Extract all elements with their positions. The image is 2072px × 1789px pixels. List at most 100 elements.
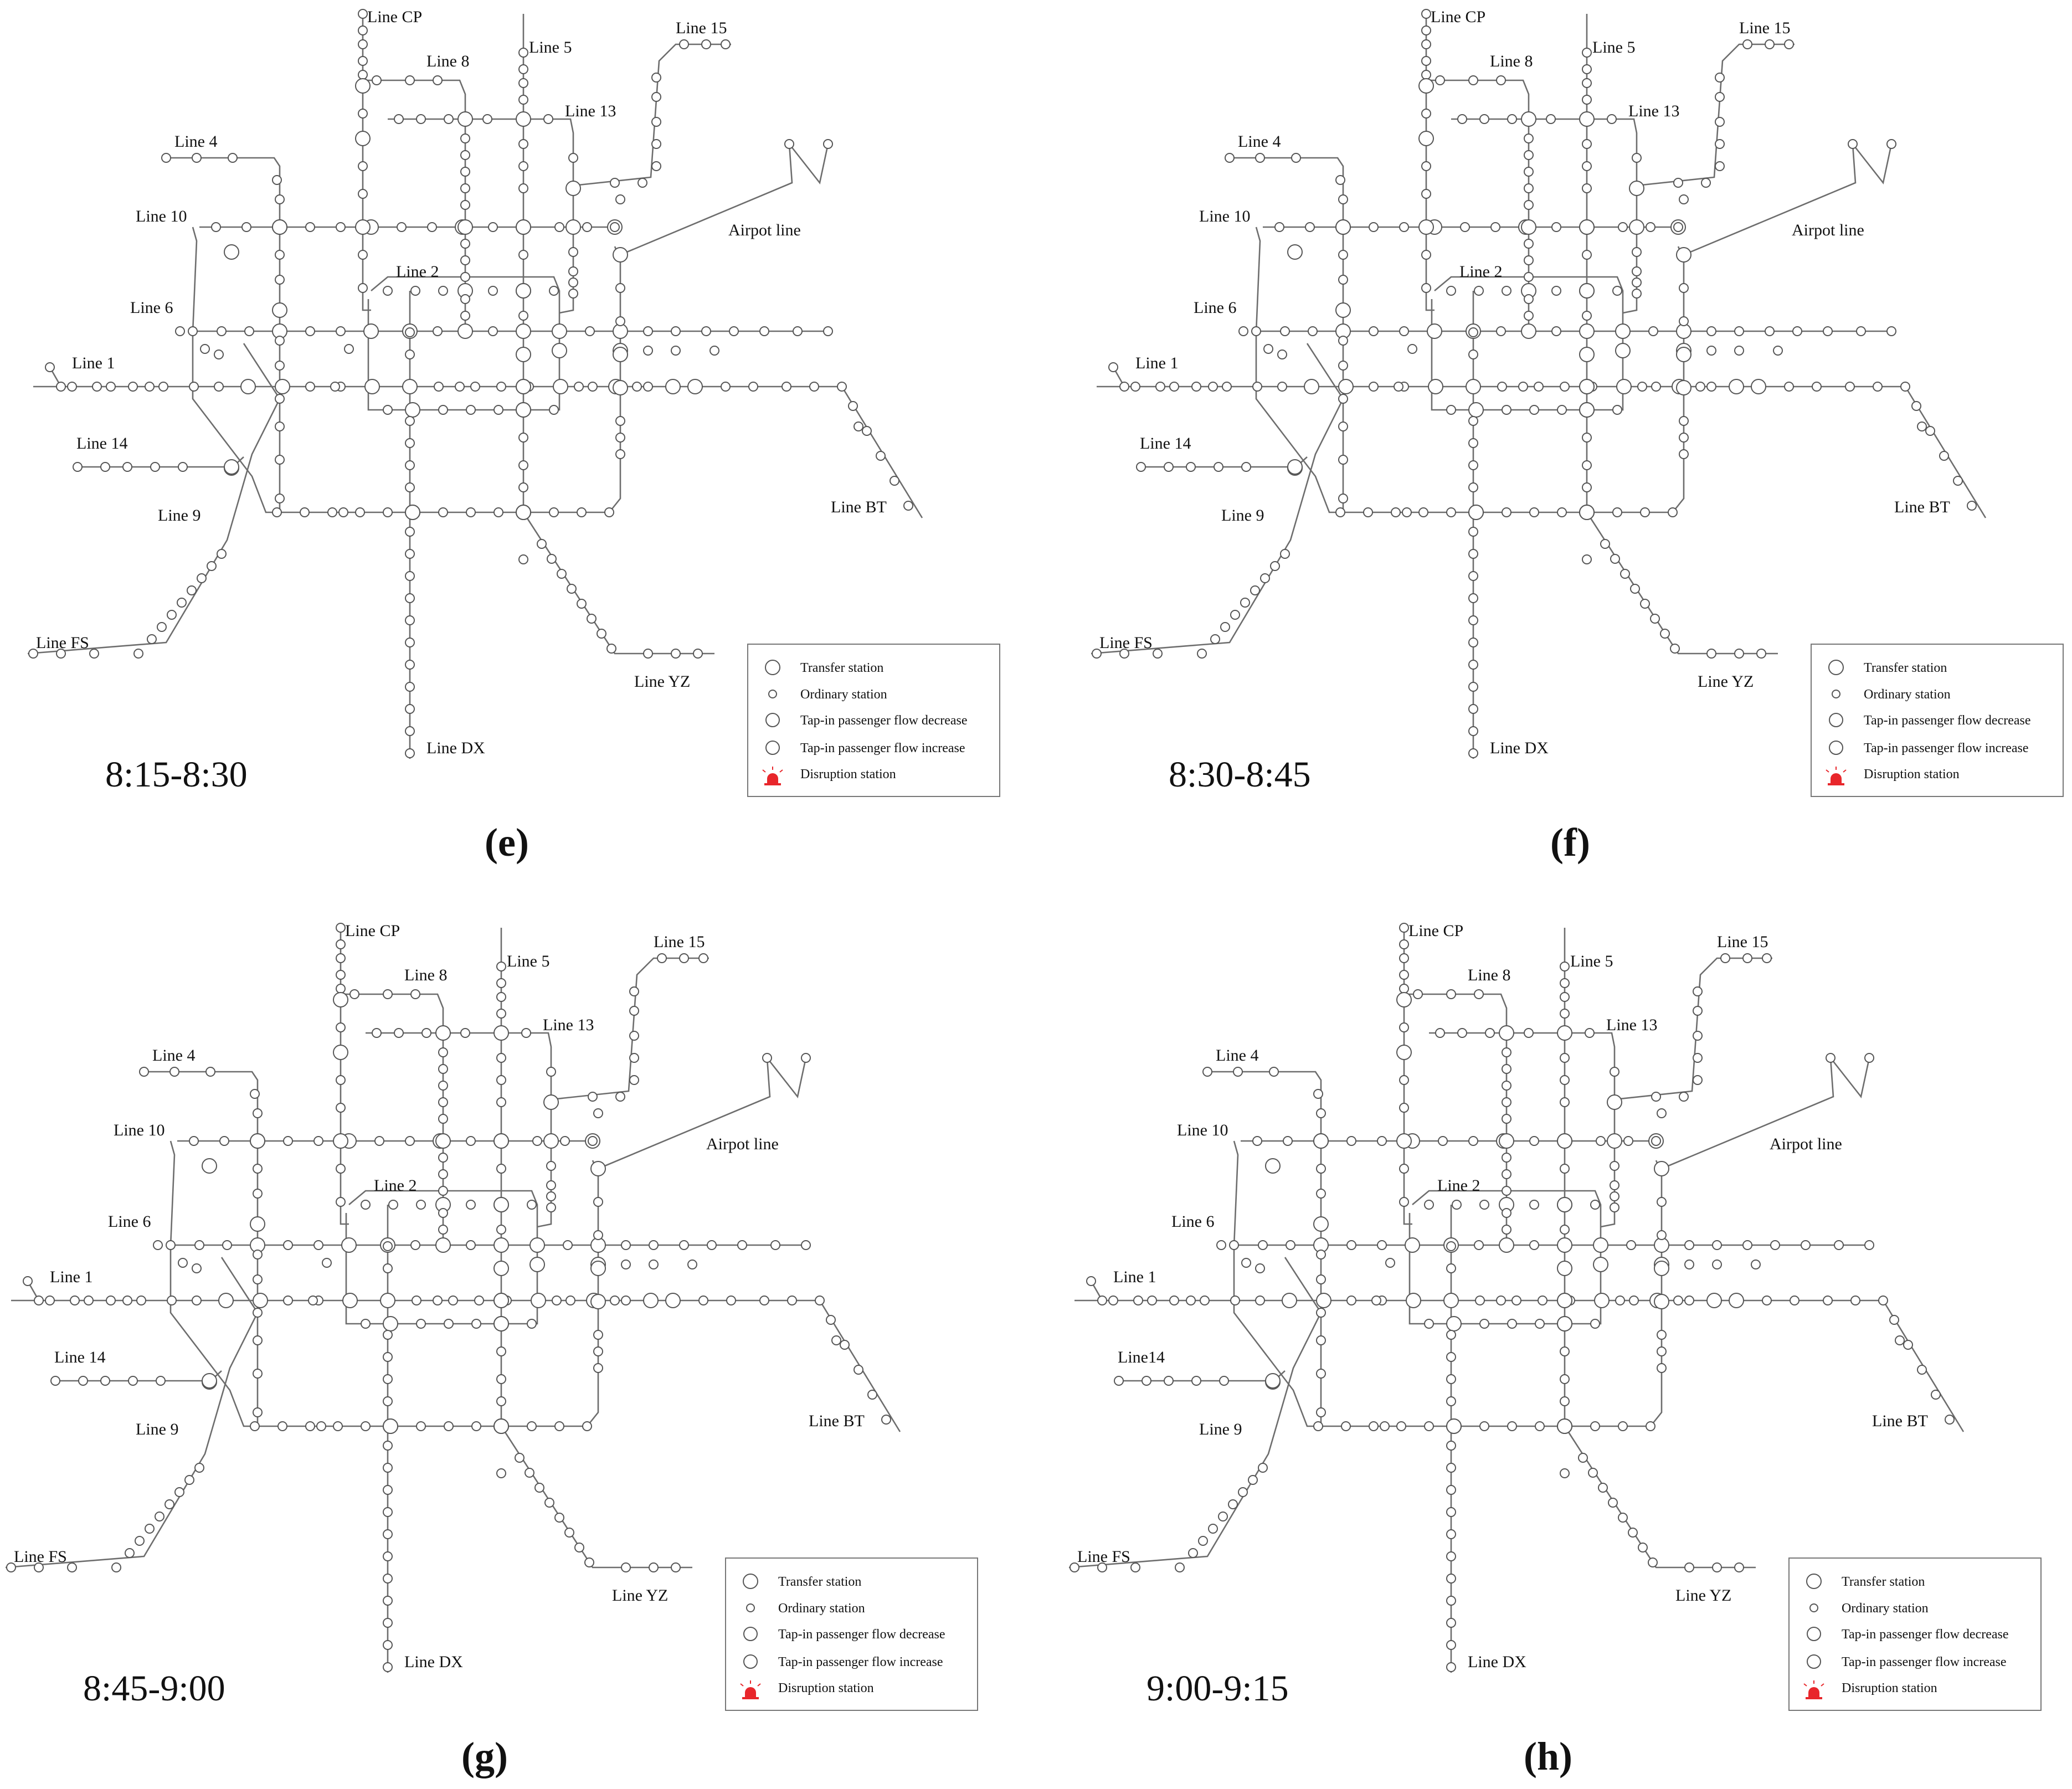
- ordinary-station: [1845, 382, 1855, 392]
- ordinary-station: [610, 1296, 620, 1305]
- ordinary-station: [1399, 1022, 1409, 1032]
- ordinary-station: [1097, 1562, 1107, 1572]
- ordinary-station: [1607, 114, 1617, 124]
- transfer-station: [516, 402, 531, 418]
- line-label-line2: Line 2: [374, 1176, 417, 1195]
- transfer-station: [1446, 1418, 1462, 1434]
- ordinary-station: [518, 460, 528, 470]
- ordinary-station: [629, 1053, 639, 1063]
- ordinary-station: [493, 405, 503, 415]
- route-line: [1091, 343, 1344, 655]
- legend-disruption-label: Disruption station: [778, 1681, 874, 1695]
- ordinary-station: [1502, 507, 1511, 517]
- ordinary-station: [405, 438, 415, 448]
- ordinary-station: [1560, 1164, 1570, 1174]
- ordinary-station: [1693, 986, 1703, 996]
- ordinary-station: [1632, 289, 1642, 299]
- ordinary-station: [1856, 326, 1866, 336]
- increase-station: [1313, 1089, 1323, 1099]
- ordinary-station: [214, 349, 224, 359]
- legend-ordinary-marker: [1832, 690, 1840, 698]
- ordinary-station: [1277, 382, 1287, 392]
- transfer-station: [529, 1237, 545, 1253]
- line-label-line8: Line 8: [1468, 966, 1510, 984]
- increase-station: [1557, 1418, 1572, 1434]
- ordinary-station: [156, 1376, 166, 1386]
- ordinary-station: [1380, 1421, 1390, 1431]
- legend-transfer-label: Transfer station: [1842, 1575, 1925, 1589]
- ordinary-station: [1502, 1169, 1511, 1179]
- ordinary-station: [518, 250, 528, 260]
- legend-transfer-label: Transfer station: [1864, 661, 1947, 675]
- line-label-line2: Line 2: [1459, 263, 1502, 281]
- ordinary-station: [125, 1548, 135, 1558]
- ordinary-station: [1953, 476, 1963, 486]
- ordinary-station: [549, 507, 559, 517]
- line-label-linebt: Line BT: [1894, 498, 1950, 516]
- ordinary-station: [1496, 326, 1506, 336]
- ordinary-station: [1529, 405, 1539, 415]
- increase-station: [1255, 1263, 1265, 1273]
- increase-station: [1917, 421, 1927, 431]
- ordinary-station: [1535, 1319, 1545, 1329]
- ordinary-station: [272, 175, 282, 185]
- transfer-station: [565, 219, 581, 235]
- ordinary-station: [56, 649, 66, 659]
- ordinary-station: [1618, 222, 1628, 232]
- ordinary-station: [438, 1208, 448, 1218]
- time-label: 9:00-9:15: [1146, 1668, 1289, 1709]
- ordinary-station: [1496, 1296, 1506, 1305]
- route-line: [500, 1426, 692, 1569]
- line-label-linecp: Line CP: [1431, 8, 1485, 26]
- transfer-station: [1557, 1293, 1572, 1308]
- ordinary-station: [1620, 569, 1630, 579]
- ordinary-station: [189, 1136, 199, 1146]
- ordinary-station: [1468, 615, 1478, 625]
- route-line: [1431, 276, 1624, 411]
- ordinary-station: [1878, 1296, 1888, 1305]
- ordinary-station: [1657, 1108, 1667, 1118]
- time-label: 8:30-8:45: [1169, 754, 1311, 795]
- ordinary-station: [848, 401, 858, 411]
- ordinary-station: [1399, 984, 1409, 994]
- ordinary-station: [1335, 175, 1345, 185]
- ordinary-station: [629, 1075, 639, 1085]
- ordinary-station: [1706, 326, 1716, 336]
- ordinary-station: [1535, 1421, 1545, 1431]
- ordinary-station: [358, 161, 368, 171]
- ordinary-station: [1679, 1092, 1689, 1102]
- ordinary-station: [1578, 1453, 1588, 1463]
- increase-station: [1673, 222, 1683, 232]
- increase-station: [1169, 1296, 1179, 1305]
- legend-ordinary-label: Ordinary station: [1864, 687, 1951, 702]
- ordinary-station: [1241, 462, 1251, 472]
- transfer-station: [590, 1294, 606, 1309]
- ordinary-station: [438, 405, 448, 415]
- ordinary-station: [1250, 585, 1260, 595]
- ordinary-station: [1560, 1468, 1570, 1478]
- ordinary-station: [651, 73, 661, 83]
- legend-decrease-label: Tap-in passenger flow decrease: [1864, 713, 2031, 728]
- ordinary-station: [1399, 953, 1409, 963]
- ordinary-station: [1502, 1114, 1511, 1124]
- ordinary-station: [1502, 1186, 1511, 1196]
- increase-station: [1338, 379, 1354, 394]
- ordinary-station: [405, 593, 415, 603]
- legend-disruption-label: Disruption station: [1864, 767, 1960, 782]
- ordinary-station: [405, 748, 415, 758]
- ordinary-station: [1394, 382, 1403, 392]
- legend-transfer-marker: [765, 660, 780, 675]
- ordinary-station: [709, 346, 719, 356]
- ordinary-station: [1945, 1415, 1955, 1425]
- line-label-linedx: Line DX: [404, 1653, 463, 1671]
- transfer-station: [552, 343, 567, 358]
- ordinary-station: [1529, 1240, 1539, 1250]
- ordinary-station: [651, 92, 661, 102]
- increase-station: [496, 1468, 506, 1478]
- ordinary-station: [1679, 194, 1689, 204]
- ordinary-station: [1651, 382, 1661, 392]
- ordinary-station: [549, 405, 559, 415]
- ordinary-station: [1316, 1407, 1326, 1417]
- ordinary-station: [1496, 75, 1506, 85]
- ordinary-station: [1560, 992, 1570, 1002]
